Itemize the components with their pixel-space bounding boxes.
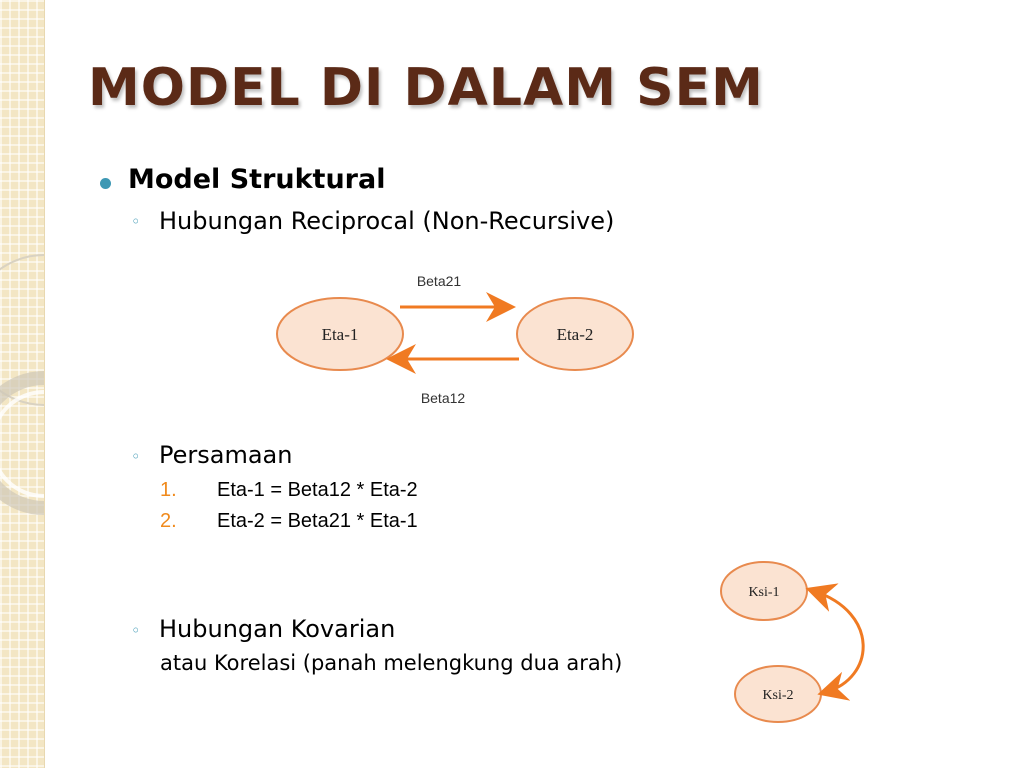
node-eta-1: [276, 297, 404, 371]
equation-2-number: 2.: [160, 510, 177, 532]
reciprocal-diagram: Eta-1 Eta-2 Beta21 Beta12: [276, 273, 634, 406]
kovarian-note: atau Korelasi (panah melengkung dua arah…: [160, 651, 623, 675]
node-eta-2: [516, 297, 634, 371]
bullet-model-struktural: Model Struktural: [128, 164, 386, 195]
sub-bullet-icon: ◦: [131, 447, 141, 466]
decorative-circles: [0, 254, 45, 515]
equation-1: Eta-1 = Beta12 * Eta-2: [217, 479, 418, 501]
covariance-diagram: Ksi-1 Ksi-2: [720, 561, 865, 723]
node-eta-2-label: Eta-2: [557, 325, 594, 344]
page-title: MODEL DI DALAM SEM: [88, 58, 764, 118]
equation-1-number: 1.: [160, 479, 177, 501]
bullet-dot-icon: [100, 178, 111, 189]
sub-bullet-icon: ◦: [131, 212, 141, 231]
arrow-beta12-label: Beta12: [421, 390, 466, 406]
equation-2: Eta-2 = Beta21 * Eta-1: [217, 510, 418, 532]
node-eta-1-label: Eta-1: [322, 325, 359, 344]
bullet-persamaan: Persamaan: [159, 441, 293, 469]
bullet-reciprocal: Hubungan Reciprocal (Non-Recursive): [159, 207, 615, 235]
covariance-arrow: [805, 583, 865, 701]
bullet-kovarian: Hubungan Kovarian: [159, 615, 396, 643]
node-ksi-2-label: Ksi-2: [762, 688, 793, 703]
sub-bullet-icon: ◦: [131, 621, 141, 640]
node-ksi-1-label: Ksi-1: [748, 585, 779, 600]
arrow-beta21-label: Beta21: [417, 273, 462, 289]
